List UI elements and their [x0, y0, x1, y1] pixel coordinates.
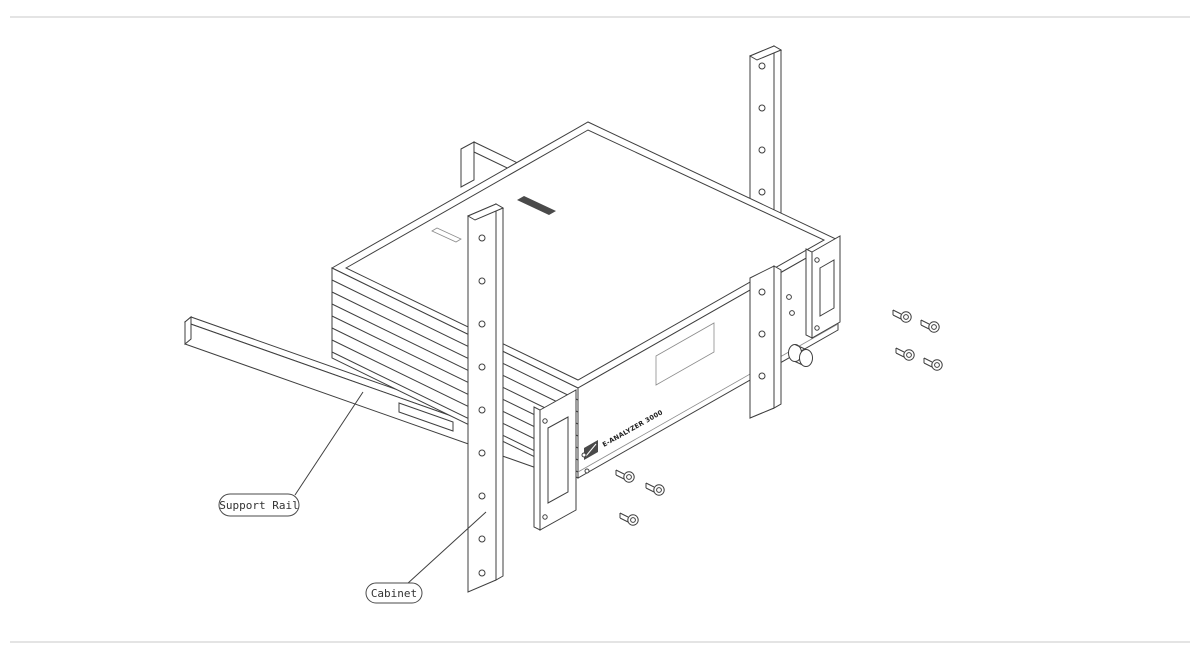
callout-leader-line	[294, 391, 364, 496]
callout-leader-line	[406, 511, 487, 585]
rack-ear-right-handle	[819, 259, 835, 317]
callout-cabinet: Cabinet	[365, 511, 487, 604]
top-handle-slot	[517, 196, 556, 215]
cabinet-rail-front	[466, 203, 505, 593]
callout-support-rail: Support Rail	[218, 391, 364, 517]
front-rail-holes	[478, 234, 486, 577]
screw	[619, 512, 639, 526]
front-rail-front-face	[467, 203, 497, 593]
callout-label-cabinet: Cabinet	[371, 587, 417, 600]
support-rail-end-cap	[184, 315, 192, 346]
screw	[892, 309, 912, 323]
screw	[923, 357, 943, 371]
screws-right	[892, 309, 943, 371]
brand-logo-mark	[585, 443, 597, 457]
bracket-plate	[460, 141, 475, 188]
front-mount-hole	[786, 294, 792, 300]
cabinet-rail-rear-lower-segment	[749, 265, 782, 419]
front-mount-hole	[584, 468, 590, 474]
power-knob	[788, 344, 813, 367]
callout-bubble	[218, 493, 300, 517]
rack-ear-right	[805, 235, 841, 339]
screw	[895, 347, 915, 361]
rear-rail-top-cap	[748, 45, 783, 61]
rear-rail-holes-lower	[758, 288, 766, 380]
front-panel-label-plate	[655, 322, 715, 386]
front-rail-side-face	[495, 203, 504, 581]
rack-ear-left-handle	[547, 416, 569, 504]
rack-ear-left	[533, 389, 577, 531]
rear-rail-holes-upper	[758, 62, 766, 196]
front-rail-top-cap	[466, 203, 505, 221]
screw	[645, 482, 665, 496]
top-vent-slot	[431, 227, 462, 243]
page-border-lines	[10, 16, 1190, 643]
support-rail-notch	[398, 402, 454, 432]
callout-label-support-rail: Support Rail	[219, 499, 298, 512]
screw	[920, 319, 940, 333]
front-mount-hole	[581, 452, 587, 458]
screw	[615, 469, 635, 483]
front-mount-hole	[789, 310, 795, 316]
callout-bubble	[365, 582, 423, 604]
screws-front	[615, 469, 665, 526]
